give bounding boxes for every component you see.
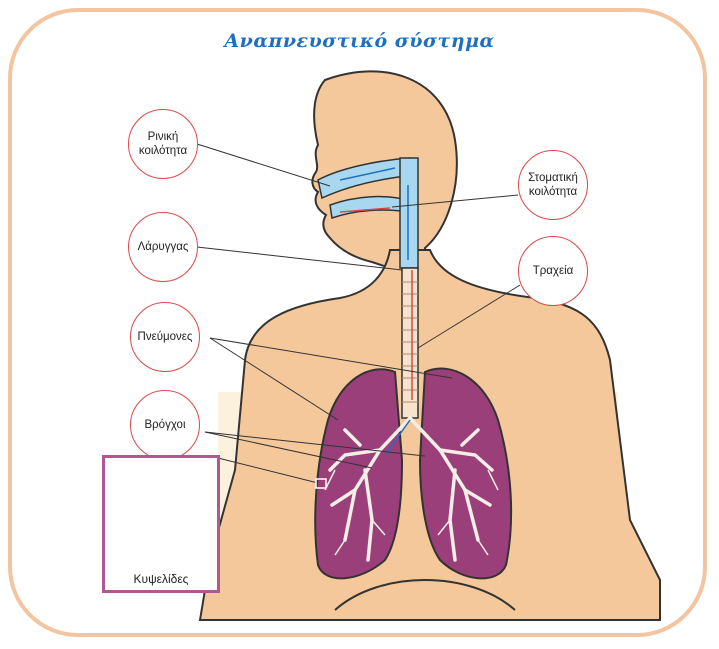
label-larynx: Λάρυγγας [128, 212, 198, 282]
label-lungs: Πνεύμονες [130, 302, 200, 372]
alveoli-inset: Κυψελίδες [102, 455, 220, 593]
label-bronchi: Βρόγχοι [130, 390, 200, 460]
page-title: Αναπνευστικό σύστημα [0, 30, 719, 52]
trachea-tube [402, 268, 418, 418]
label-oral-cavity: Στοματική κοιλότητα [518, 150, 588, 220]
label-nasal-cavity: Ρινική κοιλότητα [128, 109, 198, 179]
label-trachea: Τραχεία [518, 236, 588, 306]
label-alveoli: Κυψελίδες [105, 572, 217, 586]
pharynx [400, 158, 418, 268]
